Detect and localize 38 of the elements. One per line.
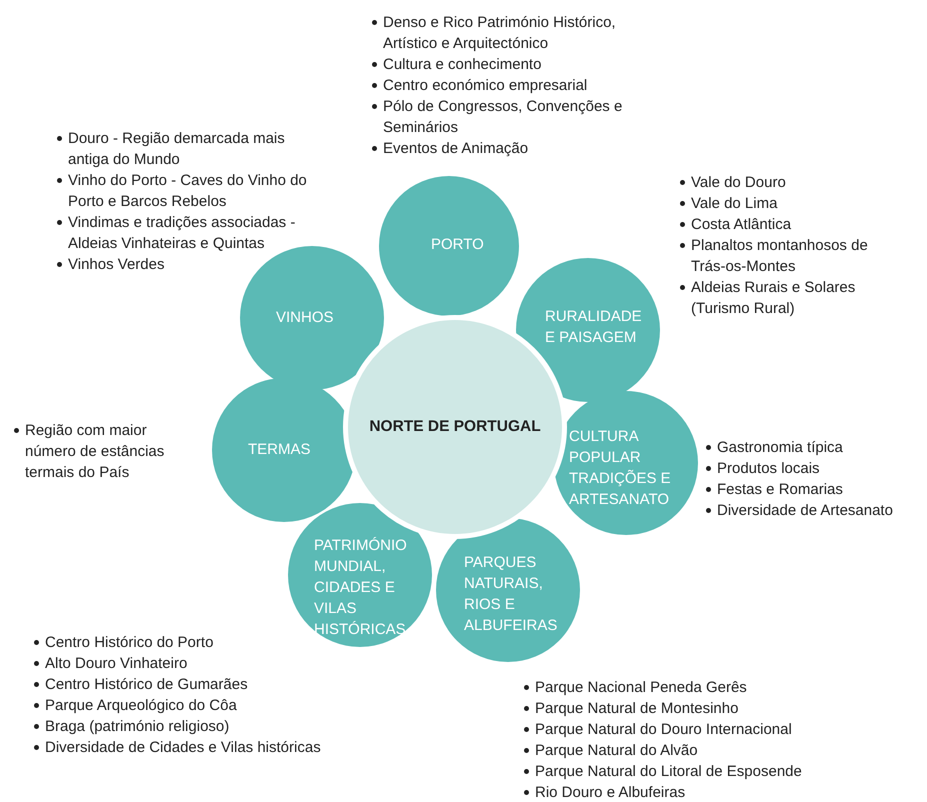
bullet-item: Denso e Rico Património Histórico, Artístico e Arquitectónico — [370, 12, 670, 54]
petal-label: PARQUES NATURAIS, RIOS E ALBUFEIRAS — [464, 553, 558, 636]
bullet-item: Braga (património religioso) — [32, 716, 372, 737]
petal-label: PATRIMÓNIO MUNDIAL, CIDADES E VILAS HISTÓRICAS — [314, 536, 408, 640]
bullet-item: Parque Natural do Alvão — [522, 740, 852, 761]
bullet-item: Diversidade de Artesanato — [704, 500, 927, 521]
bullet-item: Parque Natural do Douro Internacional — [522, 719, 852, 740]
bullet-item: Diversidade de Cidades e Vilas históricas — [32, 737, 372, 758]
petal-label: CULTURA POPULAR TRADIÇÕES E ARTESANATO — [569, 427, 672, 510]
bullet-item: Douro - Região demarcada mais antiga do Mundo — [55, 128, 320, 170]
bullet-item: Parque Nacional Peneda Gerês — [522, 677, 852, 698]
bullet-item: Centro Histórico de Gumarães — [32, 674, 372, 695]
bullet-item: Vale do Douro — [678, 172, 898, 193]
bullet-item: Pólo de Congressos, Convenções e Seminários — [370, 96, 670, 138]
bullet-item: Parque Arqueológico do Côa — [32, 695, 372, 716]
bullet-item: Centro económico empresarial — [370, 75, 670, 96]
bullet-item: Parque Natural de Montesinho — [522, 698, 852, 719]
center-title: NORTE DE PORTUGAL — [369, 418, 541, 436]
bullet-item: Rio Douro e Albufeiras — [522, 782, 852, 802]
bullet-item: Planaltos montanhosos de Trás-os-Montes — [678, 235, 898, 277]
bullet-item: Gastronomia típica — [704, 437, 927, 458]
petal-label: TERMAS — [248, 440, 312, 460]
petal-label: RURALIDADE E PAISAGEM — [545, 307, 643, 348]
petal-label: VINHOS — [276, 308, 335, 328]
bullet-item: Vinho do Porto - Caves do Vinho do Porto e Barcos Rebelos — [55, 170, 320, 212]
bullet-item: Região com maior número de estâncias termais do País — [12, 420, 187, 483]
bullet-item: Alto Douro Vinhateiro — [32, 653, 372, 674]
bullet-item: Cultura e conhecimento — [370, 54, 670, 75]
bullet-item: Aldeias Rurais e Solares (Turismo Rural) — [678, 277, 898, 319]
bullet-item: Parque Natural do Litoral de Esposende — [522, 761, 852, 782]
bullet-item: Produtos locais — [704, 458, 927, 479]
bullet-item: Eventos de Animação — [370, 138, 670, 159]
bullet-item: Costa Atlântica — [678, 214, 898, 235]
petal-label: PORTO — [431, 235, 485, 255]
bullet-item: Vindimas e tradições associadas - Aldeias Vinhateiras e Quintas — [55, 212, 320, 254]
bullet-item: Vale do Lima — [678, 193, 898, 214]
bullet-item: Festas e Romarias — [704, 479, 927, 500]
bullet-item: Vinhos Verdes — [55, 254, 320, 275]
